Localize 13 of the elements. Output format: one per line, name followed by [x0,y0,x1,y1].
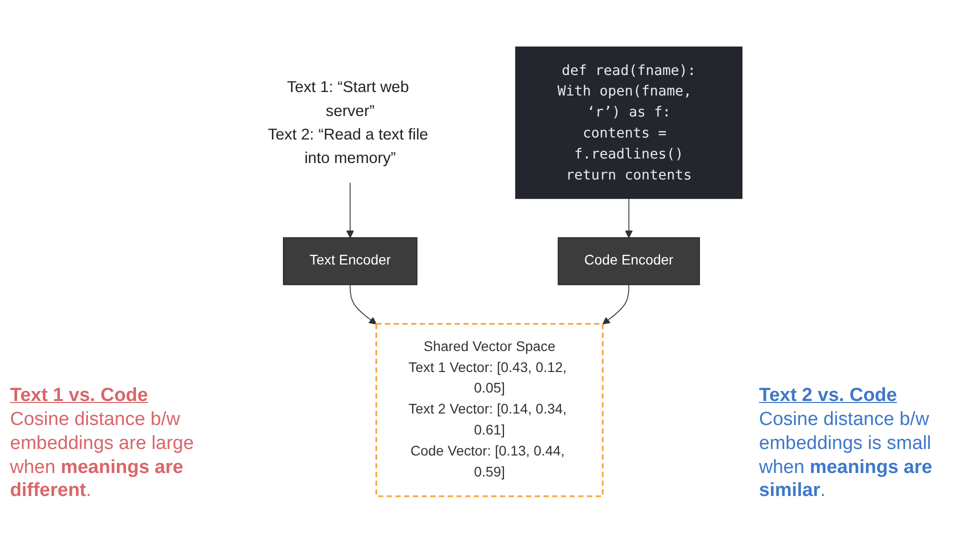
comparison-heading: Text 1 vs. Code [10,384,149,408]
comparison-note: Cosine distance b/w embeddings is small when meanings are similar. [759,409,932,502]
arrow [602,284,630,324]
node-box: Code Encoder [558,237,700,285]
arrow [350,284,377,324]
node-box: Text Encoder [282,237,418,285]
comparison-heading: Text 2 vs. Code [759,384,898,408]
node-box: def read(fname): With open(fname, ‘r’) as f: contents = f.readlines() return contents [515,46,742,199]
node-box: Shared Vector Space Text 1 Vector: [0.43, 0.12, 0.05] Text 2 Vector: [0.14, 0.34, 0.61] Code Vector: [0.13, 0.44, 0.59] [375,322,604,498]
arrow [625,198,633,238]
comparison-note: Cosine distance b/w embeddings are large when meanings are different. [10,409,194,502]
arrow [346,182,354,238]
node-text: Text 1: “Start web server” Text 2: “Read a text file into memory” [268,78,428,166]
